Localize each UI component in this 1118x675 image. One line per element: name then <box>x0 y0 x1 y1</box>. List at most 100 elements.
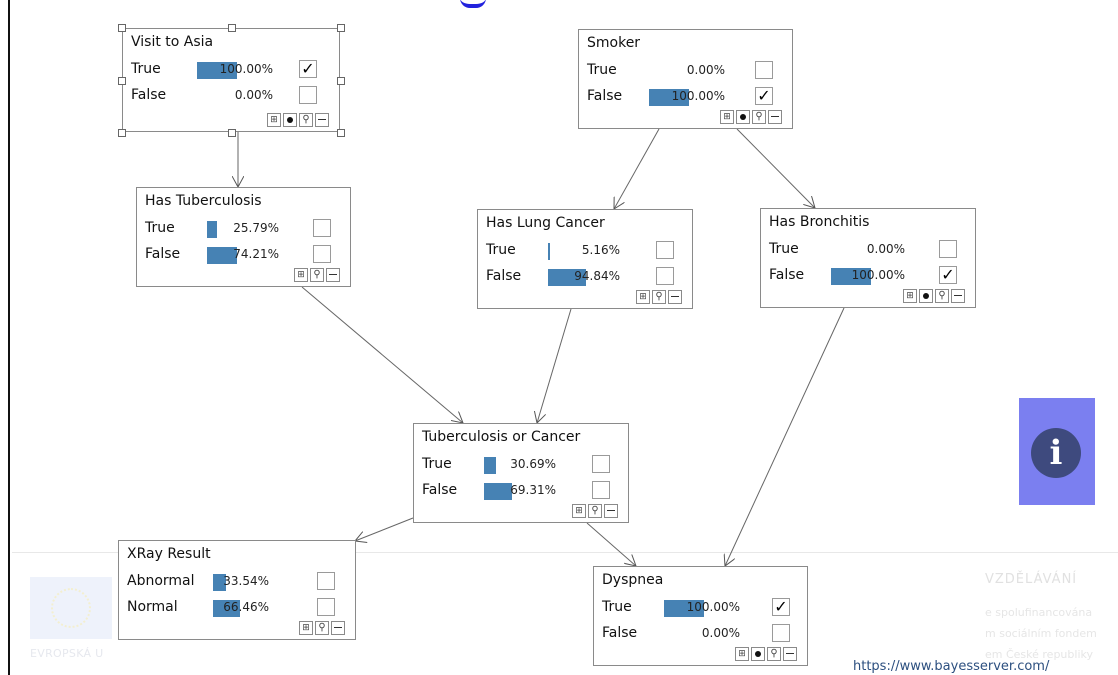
probability-bar <box>484 457 496 474</box>
node-title: Visit to Asia <box>131 34 214 50</box>
collapse-icon[interactable] <box>951 289 965 303</box>
evidence-checkbox[interactable] <box>939 240 957 258</box>
evidence-checkbox[interactable]: ✓ <box>772 598 790 616</box>
node-toolbar: ⊞⚲ <box>903 289 967 303</box>
collapse-icon[interactable] <box>768 110 782 124</box>
node-toolbar: ⊞⚲ <box>299 621 347 635</box>
grid-icon[interactable]: ⊞ <box>572 504 586 518</box>
grid-icon[interactable]: ⊞ <box>267 113 281 127</box>
probability-bar <box>197 62 237 79</box>
probability-value: 100.00% <box>671 89 725 103</box>
resize-handle[interactable] <box>337 77 345 85</box>
probability-value: 100.00% <box>851 268 905 282</box>
evidence-checkbox[interactable] <box>317 572 335 590</box>
background-line: em České republiky <box>985 648 1093 661</box>
magnifier-icon[interactable]: ⚲ <box>310 268 324 282</box>
magnifier-icon[interactable]: ⚲ <box>299 113 313 127</box>
eu-flag-logo <box>30 577 112 639</box>
resize-handle[interactable] <box>228 129 236 137</box>
checkmark-icon: ✓ <box>774 597 788 616</box>
probability-value: 74.21% <box>233 247 279 261</box>
probability-value: 33.54% <box>223 574 269 588</box>
slide-left-border <box>8 0 10 675</box>
collapse-icon[interactable] <box>783 647 797 661</box>
node-toolbar: ⊞⚲ <box>735 647 799 661</box>
state-label: False <box>131 87 167 103</box>
evidence-checkbox[interactable] <box>772 624 790 642</box>
evidence-checkbox[interactable] <box>656 267 674 285</box>
evidence-dot-icon[interactable] <box>283 113 297 127</box>
evidence-dot-icon[interactable] <box>736 110 750 124</box>
grid-icon[interactable]: ⊞ <box>299 621 313 635</box>
evidence-checkbox[interactable] <box>317 598 335 616</box>
probability-value: 94.84% <box>574 269 620 283</box>
grid-icon[interactable]: ⊞ <box>735 647 749 661</box>
collapse-icon[interactable] <box>315 113 329 127</box>
magnifier-icon[interactable]: ⚲ <box>752 110 766 124</box>
grid-icon[interactable]: ⊞ <box>903 289 917 303</box>
node-toolbar: ⊞⚲ <box>572 504 620 518</box>
collapse-icon[interactable] <box>668 290 682 304</box>
node-title: XRay Result <box>127 546 211 562</box>
evidence-checkbox[interactable] <box>592 455 610 473</box>
collapse-icon[interactable] <box>604 504 618 518</box>
probability-value: 0.00% <box>866 242 905 256</box>
evidence-checkbox[interactable] <box>755 61 773 79</box>
grid-icon[interactable]: ⊞ <box>294 268 308 282</box>
magnifier-icon[interactable]: ⚲ <box>588 504 602 518</box>
collapse-icon[interactable] <box>331 621 345 635</box>
evidence-dot-icon[interactable] <box>751 647 765 661</box>
footer-url[interactable]: https://www.bayesserver.com/ <box>853 659 1050 674</box>
state-label: True <box>769 241 799 257</box>
magnifier-icon[interactable]: ⚲ <box>315 621 329 635</box>
probability-value: 0.00% <box>686 63 725 77</box>
magnifier-icon[interactable]: ⚲ <box>652 290 666 304</box>
probability-value: 0.00% <box>701 626 740 640</box>
grid-icon[interactable]: ⊞ <box>636 290 650 304</box>
evidence-checkbox[interactable] <box>313 219 331 237</box>
evidence-checkbox[interactable] <box>299 86 317 104</box>
collapse-icon[interactable] <box>326 268 340 282</box>
resize-handle[interactable] <box>118 129 126 137</box>
resize-handle[interactable] <box>337 24 345 32</box>
edge-smoker-to-has-lung-cancer <box>614 128 660 209</box>
evidence-checkbox[interactable] <box>313 245 331 263</box>
resize-handle[interactable] <box>228 24 236 32</box>
evidence-dot-icon[interactable] <box>919 289 933 303</box>
magnifier-icon[interactable]: ⚲ <box>935 289 949 303</box>
resize-handle[interactable] <box>118 77 126 85</box>
info-button[interactable]: i <box>1019 398 1095 505</box>
resize-handle[interactable] <box>337 129 345 137</box>
grid-icon[interactable]: ⊞ <box>720 110 734 124</box>
evidence-checkbox[interactable] <box>592 481 610 499</box>
magnifier-icon[interactable]: ⚲ <box>767 647 781 661</box>
checkmark-icon: ✓ <box>301 59 315 78</box>
evidence-checkbox[interactable]: ✓ <box>939 266 957 284</box>
probability-value: 66.46% <box>223 600 269 614</box>
evidence-checkbox[interactable]: ✓ <box>299 60 317 78</box>
resize-handle[interactable] <box>118 24 126 32</box>
evidence-checkbox[interactable]: ✓ <box>755 87 773 105</box>
evidence-checkbox[interactable] <box>656 241 674 259</box>
eu-stars-icon <box>51 588 91 628</box>
node-title: Has Lung Cancer <box>486 215 605 231</box>
probability-value: 25.79% <box>233 221 279 235</box>
